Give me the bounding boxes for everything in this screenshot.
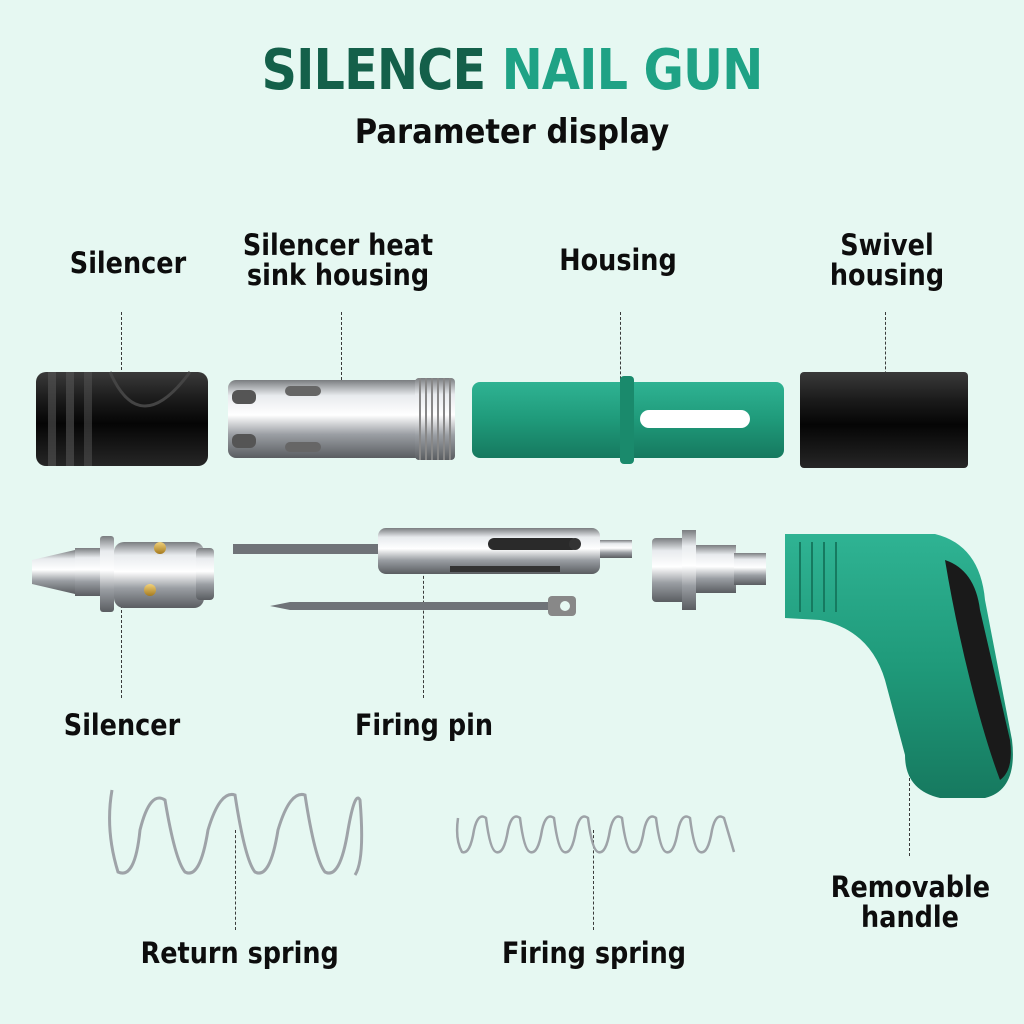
label-housing: Housing: [559, 243, 677, 277]
leader-silencer-bottom: [121, 590, 122, 698]
page-title: SILENCE NAIL GUN: [61, 38, 962, 103]
heat-sink-housing-part: [228, 378, 455, 460]
leader-housing: [620, 312, 621, 404]
swivel-housing-part: [800, 372, 968, 468]
label-firing-spring: Firing spring: [502, 936, 687, 970]
leader-firing-pin: [423, 556, 424, 698]
page-subtitle: Parameter display: [354, 112, 670, 152]
silencer-metal-part: [32, 536, 214, 612]
label-firing-pin: Firing pin: [355, 708, 494, 742]
leader-heat-sink: [341, 312, 342, 400]
housing-part: [472, 376, 784, 464]
label-silencer-bottom: Silencer: [63, 708, 181, 742]
firing-pin-part: [233, 528, 632, 616]
return-spring-part: [108, 789, 364, 876]
title-part-2: NAIL GUN: [501, 38, 764, 103]
swivel-nut-part: [652, 530, 766, 610]
firing-spring-part: [455, 815, 736, 854]
label-return-spring: Return spring: [140, 936, 339, 970]
leader-silencer-top: [121, 312, 122, 400]
leader-firing-spring: [593, 830, 594, 930]
silencer-black-part: [36, 371, 208, 466]
title-part-1: SILENCE: [261, 38, 502, 103]
label-silencer-top: Silencer: [69, 246, 187, 280]
leader-return-spring: [235, 830, 236, 930]
removable-handle-part: [785, 534, 1013, 798]
leader-removable-handle: [909, 748, 910, 856]
leader-swivel: [885, 312, 886, 404]
